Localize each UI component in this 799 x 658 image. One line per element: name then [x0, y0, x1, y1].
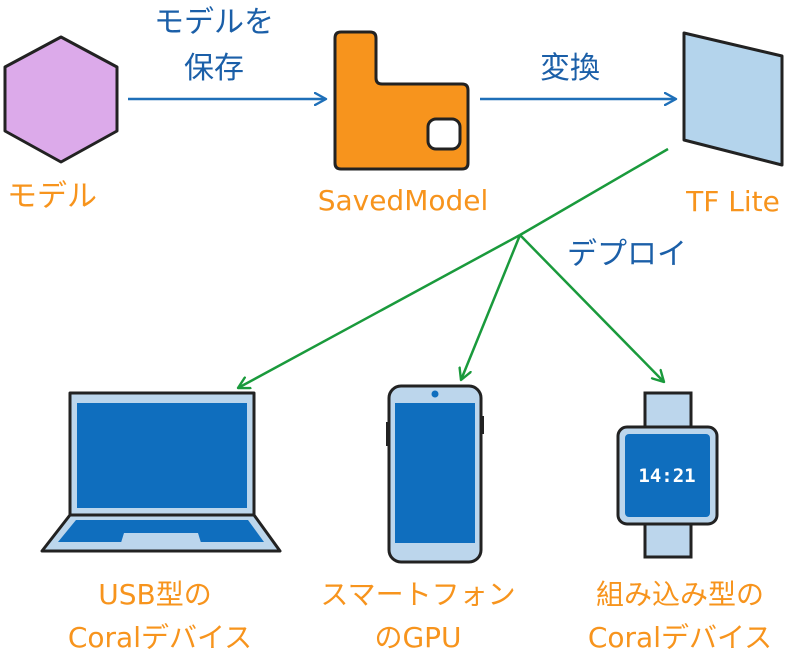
tflite-icon	[682, 31, 784, 167]
phone-device-label-line1: スマートフォン	[320, 578, 515, 611]
smartwatch-icon	[616, 391, 719, 559]
embedded-device-label-line1: 組み込み型の	[596, 578, 764, 611]
savedmodel-icon	[333, 30, 470, 171]
model-hexagon-icon	[3, 35, 119, 164]
deploy-trunk	[519, 147, 669, 237]
phone-device-label-line2: のGPU	[374, 621, 461, 654]
embedded-device-label-line2: Coralデバイス	[588, 621, 772, 654]
convert-edge-label: 変換	[540, 51, 600, 86]
deploy-arrow-embedded	[519, 234, 664, 382]
usb-device-label-line2: Coralデバイス	[68, 621, 252, 654]
deploy-arrow-usb	[238, 233, 521, 388]
deploy-edge-label: デプロイ	[567, 237, 687, 272]
save-edge-label-line2: 保存	[184, 51, 244, 86]
smartphone-icon	[386, 384, 484, 564]
laptop-icon	[40, 391, 282, 553]
watch-time: 14:21	[638, 465, 695, 487]
savedmodel-label: SavedModel	[318, 184, 489, 217]
tflite-label: TF Lite	[685, 185, 780, 218]
deploy-arrow-phone	[461, 234, 522, 380]
model-label: モデル	[7, 179, 97, 214]
usb-device-label-line1: USB型の	[98, 578, 211, 611]
save-edge-label-line1: モデルを	[154, 5, 274, 40]
